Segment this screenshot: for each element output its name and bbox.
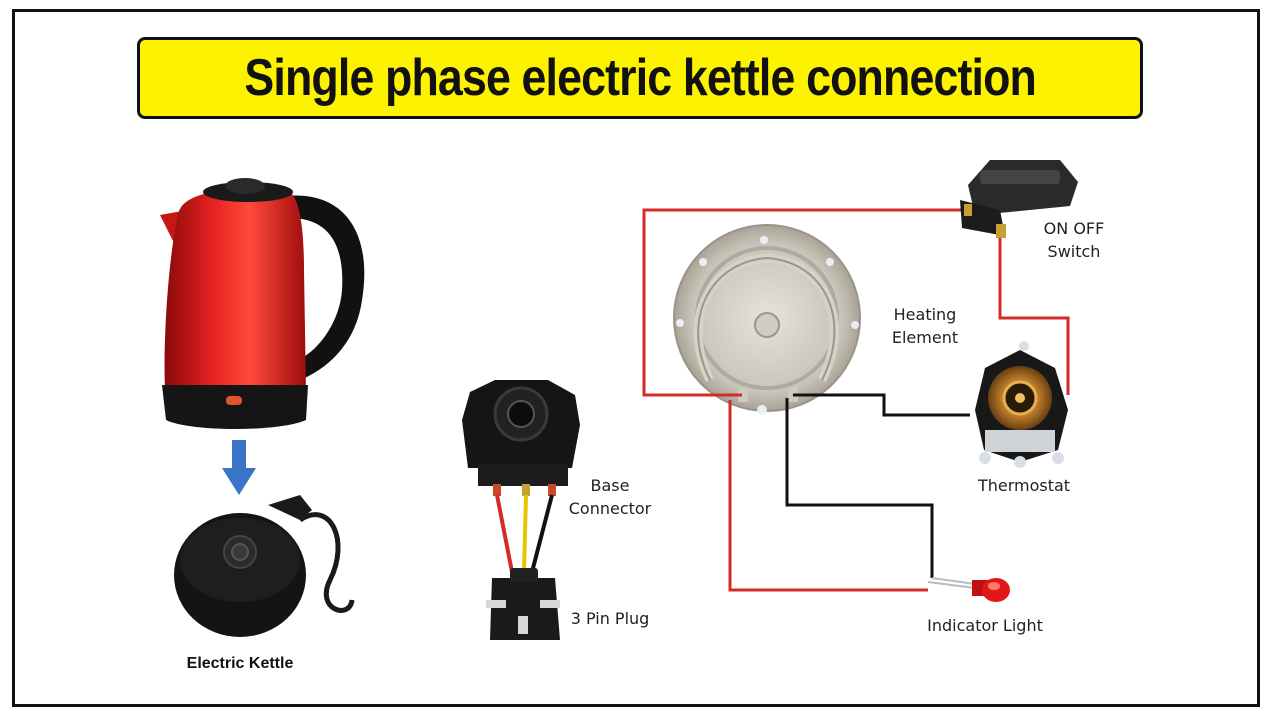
three-pin-plug-label: 3 Pin Plug [570, 609, 650, 628]
electric-kettle-label: Electric Kettle [186, 655, 294, 672]
electric-kettle-icon [160, 178, 365, 429]
base-connector-label-line2: Connector [568, 499, 652, 518]
thermostat-icon [975, 341, 1068, 468]
three-pin-plug-icon [486, 568, 560, 640]
outer-frame [12, 9, 1260, 707]
page-title: Single phase electric kettle connection [244, 49, 1036, 107]
indicator-light-label: Indicator Light [927, 616, 1043, 635]
kettle-base-icon [174, 495, 355, 637]
heating-element-label-line1: Heating [893, 305, 957, 324]
heating-element-label-line2: Element [891, 328, 959, 347]
live-wire [642, 208, 1070, 592]
neutral-wire [785, 393, 970, 578]
heating-element-label: Heating Element [870, 303, 980, 349]
base-connector-label: Base Connector [555, 474, 665, 520]
base-connector-icon [462, 380, 580, 573]
on-off-switch-label: ON OFF Switch [1024, 217, 1124, 263]
indicator-light-icon [927, 577, 1010, 602]
title-banner: Single phase electric kettle connection [137, 37, 1143, 119]
on-off-switch-icon [960, 160, 1078, 238]
down-arrow-icon [222, 440, 256, 495]
heating-element-icon [673, 224, 861, 415]
base-connector-label-line1: Base [590, 476, 630, 495]
on-off-switch-label-line1: ON OFF [1043, 219, 1105, 238]
thermostat-label: Thermostat [977, 476, 1071, 495]
on-off-switch-label-line2: Switch [1047, 242, 1101, 261]
